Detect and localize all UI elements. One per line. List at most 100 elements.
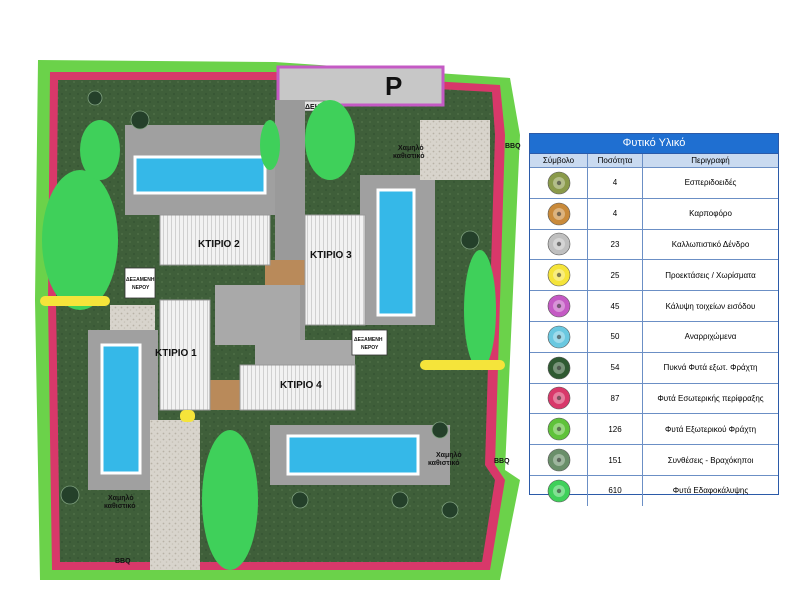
building-3 xyxy=(304,214,366,326)
utility-label: ΔΕΗ xyxy=(305,104,320,111)
parking-area xyxy=(276,65,445,107)
citrus-tree-icon xyxy=(547,171,571,195)
legend-symbol-cell xyxy=(530,414,588,445)
gravel-walk-1 xyxy=(110,305,155,330)
landscape-site-plan: P ΔΕΗ ΚΤΙΡΙΟ 2 ΚΤΙΡΙΟ 3 ΚΤΙΡΙΟ 1 ΚΤΙΡΙΟ … xyxy=(35,60,521,580)
legend-symbol-cell xyxy=(530,321,588,352)
entrance-wall-cover-icon xyxy=(547,294,571,318)
legend-symbol-cell xyxy=(530,383,588,414)
water-tank-1 xyxy=(124,267,156,299)
low-seating-3-l1: Χαμηλό xyxy=(108,494,134,502)
bbq-2: BBQ xyxy=(494,458,510,465)
parking-label: P xyxy=(385,71,402,101)
low-seating-1-l2: καθιστικό xyxy=(393,153,425,160)
dense-trees xyxy=(60,90,480,519)
legend-symbol-cell xyxy=(530,260,588,291)
legend-quantity: 23 xyxy=(588,229,643,260)
legend-row: 25 Προεκτάσεις / Χωρίσματα xyxy=(530,260,778,292)
legend-description: Αναρριχώμενα xyxy=(684,332,737,342)
fruit-tree-icon xyxy=(547,202,571,226)
legend-title: Φυτικό Υλικό xyxy=(530,134,778,154)
water-tank-1-label-l1: ΔΕΞΑΜΕΝΗ xyxy=(126,277,155,283)
rock-garden-icon xyxy=(547,448,571,472)
building-3-label: ΚΤΙΡΙΟ 3 xyxy=(310,250,352,261)
legend-quantity: 54 xyxy=(588,352,643,383)
legend-row: 610 Φυτά Εδαφοκάλυψης xyxy=(530,475,778,506)
legend-description: Καλλωπιστικό Δένδρο xyxy=(671,239,750,249)
low-seating-2-l2: καθιστικό xyxy=(428,460,460,467)
legend-symbol-cell xyxy=(530,168,588,198)
water-tank-2-label-l2: ΝΕΡΟΥ xyxy=(361,345,379,351)
gravel-walk-3 xyxy=(420,120,490,180)
legend-description: Πυκνά Φυτά εξωτ. Φράχτη xyxy=(663,363,758,373)
pool-1 xyxy=(100,343,142,475)
header-symbol: Σύμβολο xyxy=(530,154,588,167)
gravel-walk-2 xyxy=(150,420,200,570)
low-seating-3-l2: καθιστικό xyxy=(104,503,136,510)
legend-quantity: 126 xyxy=(588,414,643,445)
legend-description: Κάλυψη τοιχείων εισόδου xyxy=(665,301,756,311)
ground-cover-plants xyxy=(42,100,496,570)
building-4 xyxy=(239,364,356,411)
legend-quantity: 87 xyxy=(588,383,643,414)
legend-symbol-cell xyxy=(530,291,588,321)
legend-quantity: 25 xyxy=(588,260,643,291)
climber-plant-icon xyxy=(547,325,571,349)
legend-row: 45 Κάλυψη τοιχείων εισόδου xyxy=(530,291,778,322)
pool-3 xyxy=(376,188,416,317)
water-tank-1-label-l2: ΝΕΡΟΥ xyxy=(132,285,150,291)
ground-cover-icon xyxy=(547,479,571,503)
legend-quantity: 45 xyxy=(588,291,643,321)
legend-description: Καρποφόρο xyxy=(689,209,732,219)
building-2 xyxy=(159,214,271,266)
inner-perimeter-plant-icon xyxy=(547,386,571,410)
legend-symbol-cell xyxy=(530,445,588,475)
legend-quantity: 50 xyxy=(588,321,643,352)
building-1-label: ΚΤΙΡΙΟ 1 xyxy=(155,348,197,359)
pool-2 xyxy=(133,155,267,195)
central-plaza xyxy=(215,285,300,345)
legend-row: 50 Αναρριχώμενα xyxy=(530,321,778,353)
legend-description: Συνθέσεις - Βραχόκηποι xyxy=(667,455,754,465)
water-tank-2-label-l1: ΔΕΞΑΜΕΝΗ xyxy=(354,337,383,343)
projection-shrub-icon xyxy=(547,263,571,287)
plant-legend-table: Φυτικό Υλικό Σύμβολο Ποσότητα Περιγραφή … xyxy=(529,133,779,506)
legend-quantity: 610 xyxy=(588,475,643,506)
building-2-label: ΚΤΙΡΙΟ 2 xyxy=(198,239,240,250)
legend-row: 54 Πυκνά Φυτά εξωτ. Φράχτη xyxy=(530,352,778,384)
legend-symbol-cell xyxy=(530,229,588,260)
bbq-1: BBQ xyxy=(505,143,521,150)
legend-description: Προεκτάσεις / Χωρίσματα xyxy=(665,270,756,280)
low-seating-2-l1: Χαμηλό xyxy=(436,451,462,459)
header-quantity: Ποσότητα xyxy=(588,154,643,167)
legend-row: 23 Καλλωπιστικό Δένδρο xyxy=(530,229,778,261)
dense-outer-hedge-icon xyxy=(547,356,571,380)
projection-shrubs xyxy=(40,296,505,422)
wood-deck-strip-2 xyxy=(265,260,305,285)
legend-header-row: Σύμβολο Ποσότητα Περιγραφή xyxy=(530,154,778,168)
legend-quantity: 4 xyxy=(588,168,643,198)
pool-4 xyxy=(286,434,420,476)
legend-quantity: 151 xyxy=(588,445,643,475)
legend-symbol-cell xyxy=(530,352,588,383)
legend-row: 4 Καρποφόρο xyxy=(530,198,778,230)
outer-fence-plant-icon xyxy=(547,417,571,441)
ornamental-tree-icon xyxy=(547,232,571,256)
building-4-label: ΚΤΙΡΙΟ 4 xyxy=(280,380,322,391)
legend-description: Φυτά Εξωτερικού Φράχτη xyxy=(664,424,757,434)
bbq-3: BBQ xyxy=(115,558,131,565)
legend-row: 151 Συνθέσεις - Βραχόκηποι xyxy=(530,445,778,476)
water-tank-2 xyxy=(351,329,388,356)
low-seating-1-l1: Χαμηλό xyxy=(398,144,424,152)
legend-symbol-cell xyxy=(530,475,588,506)
legend-description: Φυτά Εδαφοκάλυψης xyxy=(672,486,749,496)
legend-row: 126 Φυτά Εξωτερικού Φράχτη xyxy=(530,414,778,446)
legend-symbol-cell xyxy=(530,198,588,229)
legend-quantity: 4 xyxy=(588,198,643,229)
header-description: Περιγραφή xyxy=(691,156,730,165)
legend-description: Εσπεριδοειδές xyxy=(684,178,737,188)
legend-description: Φυτά Εσωτερικής περίφραξης xyxy=(657,393,764,403)
legend-row: 87 Φυτά Εσωτερικής περίφραξης xyxy=(530,383,778,415)
legend-row: 4 Εσπεριδοειδές xyxy=(530,168,778,199)
